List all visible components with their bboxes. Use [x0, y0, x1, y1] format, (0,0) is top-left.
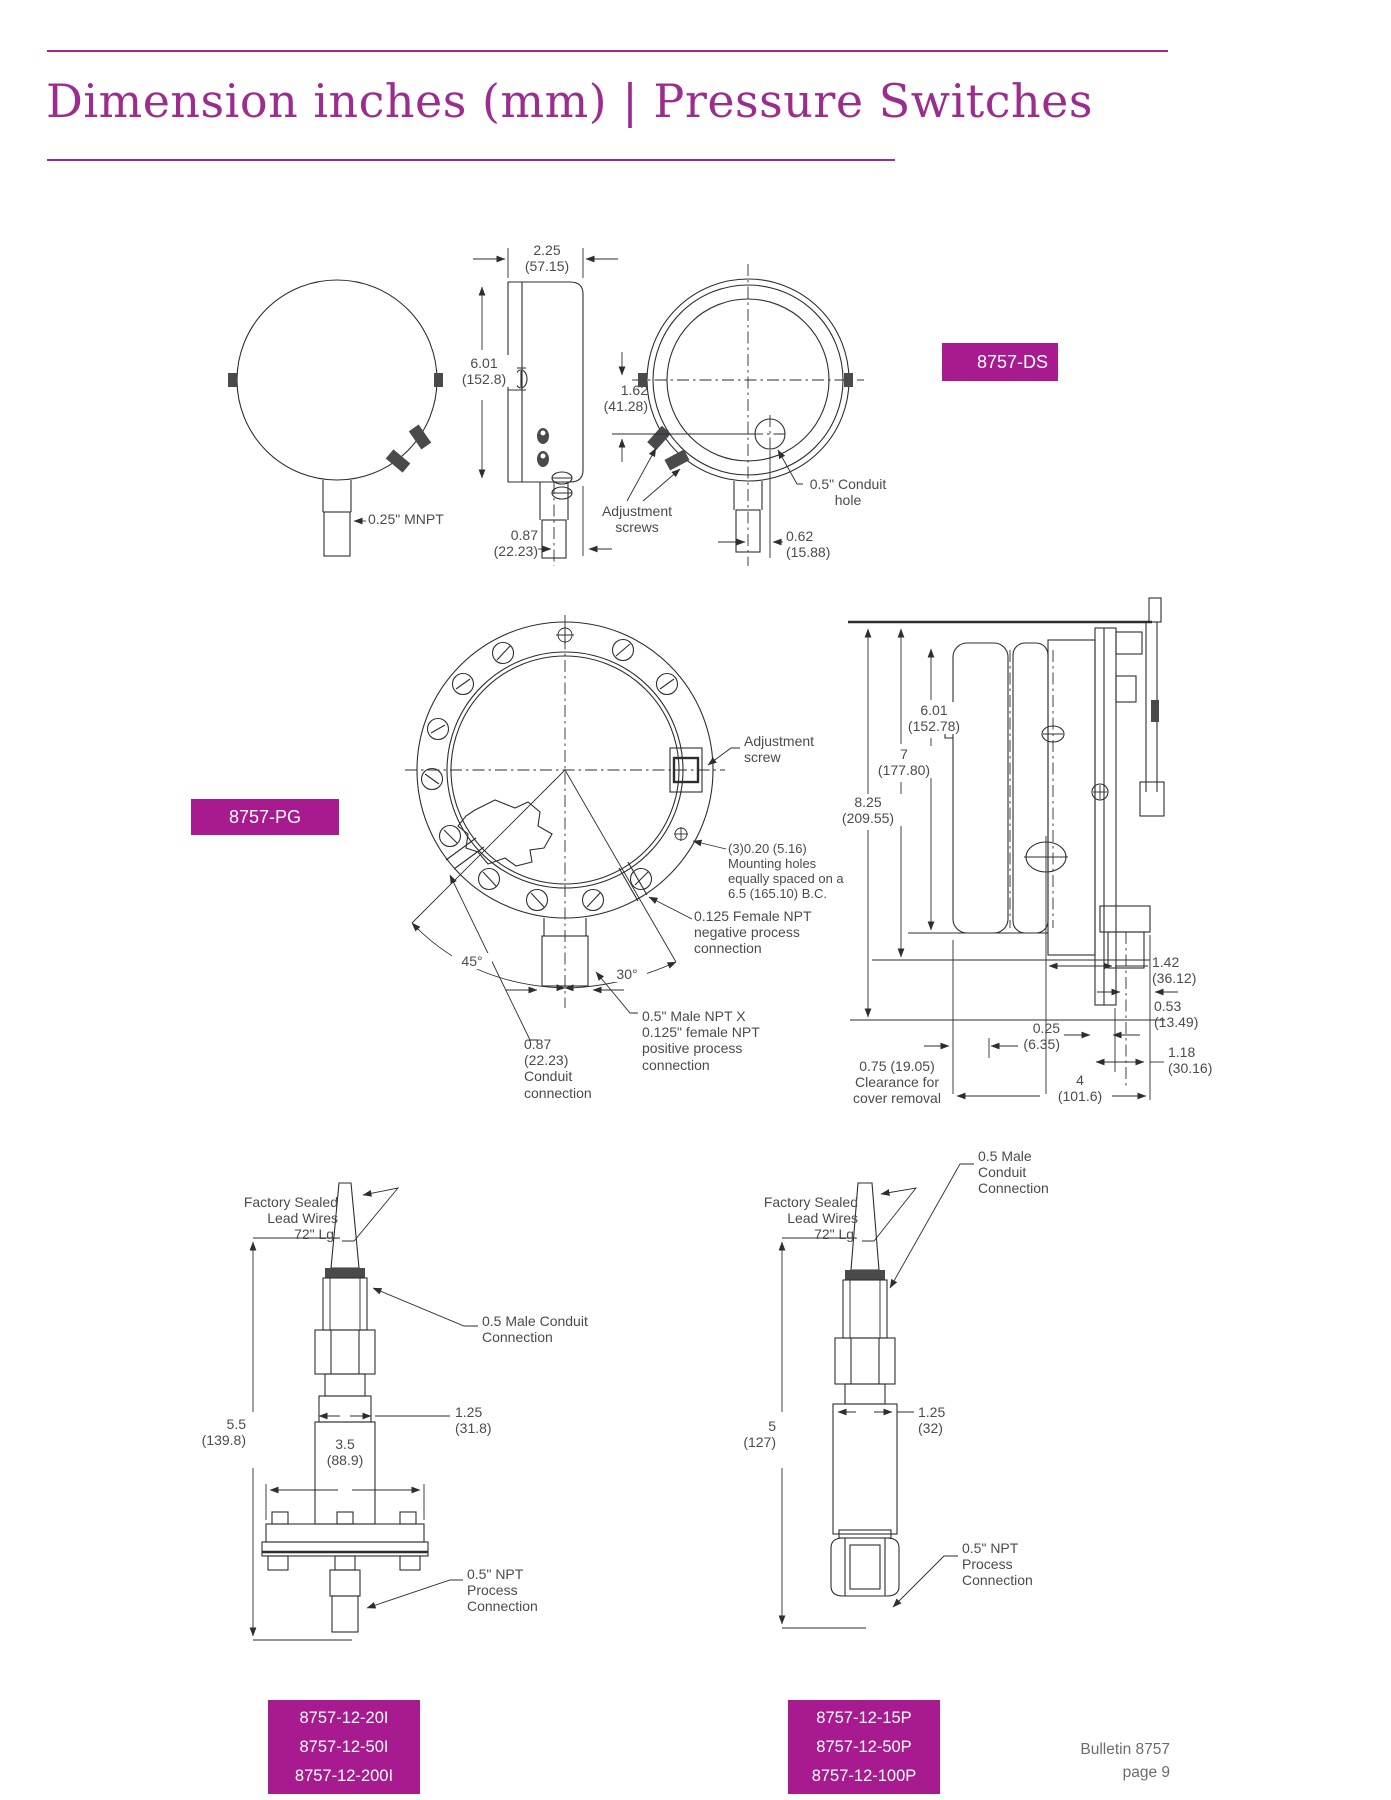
- ds-dim-height: 6.01 (152.8): [451, 355, 517, 388]
- switch-p-models-tag: 8757-12-15P 8757-12-50P 8757-12-100P: [788, 1700, 940, 1794]
- ds-adjustment-screws-label: Adjustment screws: [601, 503, 673, 536]
- switch-i-dim-flange: 3.5 (88.9): [326, 1436, 364, 1469]
- header-rule-sub: [47, 159, 895, 161]
- switch-i-dim-height: 5.5 (139.8): [201, 1416, 246, 1449]
- pg-positive-npt-label: 0.5" Male NPT X 0.125" female NPT positi…: [642, 1008, 760, 1073]
- pg-angle-45: 45°: [452, 953, 492, 970]
- ds-mnpt-label: 0.25" MNPT: [368, 511, 444, 527]
- footer-bulletin: Bulletin 8757: [1080, 1741, 1170, 1758]
- pg-dim-601: 6.01 (152.78): [904, 702, 964, 735]
- ds-dim-conduit-horizontal: 0.62 (15.88): [786, 528, 831, 561]
- page-title: Dimension inches (mm) | Pressure Switche…: [46, 74, 1094, 128]
- page-footer: Bulletin 8757 page 9: [990, 1738, 1170, 1785]
- model-number: 8757-12-20I: [299, 1708, 389, 1727]
- switch-i-conduit-label: 0.5 Male Conduit Connection: [482, 1313, 588, 1346]
- pg-clearance-label: 0.75 (19.05) Clearance for cover removal: [853, 1058, 941, 1107]
- switch-p-process-label: 0.5" NPT Process Connection: [962, 1540, 1033, 1589]
- pg-dim-118: 1.18 (30.16): [1168, 1044, 1213, 1077]
- ds-dim-conduit-vertical: 1.62 (41.28): [603, 382, 648, 415]
- pg-conduit-connection-label: 0.87 (22.23) Conduit connection: [524, 1036, 592, 1101]
- pg-dim-025: 0.25 (6.35): [1023, 1020, 1060, 1053]
- pg-dim-4: 4 (101.6): [1048, 1072, 1112, 1105]
- ds-dim-stem-offset: 0.87 (22.23): [493, 527, 538, 560]
- ds-model-tag: 8757-DS: [942, 343, 1058, 381]
- ds-front-view-drawing: [228, 279, 443, 557]
- pg-dim-053: 0.53 (13.49): [1154, 998, 1199, 1031]
- switch-p-lead-wires-label: Factory Sealed Lead Wires 72" Lg.: [763, 1194, 858, 1243]
- model-number: 8757-12-100P: [811, 1766, 917, 1785]
- pg-dim-825: 8.25 (209.55): [833, 794, 903, 827]
- pg-adjustment-screw-label: Adjustment screw: [744, 733, 815, 766]
- footer-page-number: page 9: [1122, 1764, 1170, 1782]
- switch-p-drawing: [778, 1163, 974, 1629]
- switch-p-dim-height: 5 (127): [743, 1418, 776, 1451]
- pg-dim-7: 7 (177.80): [874, 746, 934, 779]
- switch-p-dim-width: 1.25 (32): [918, 1404, 946, 1437]
- ds-dim-width: 2.25 (57.15): [524, 242, 570, 275]
- model-number: 8757-12-50I: [299, 1737, 389, 1756]
- pg-model-tag: 8757-PG: [191, 799, 339, 835]
- ds-conduit-hole-label: 0.5" Conduit hole: [809, 476, 887, 509]
- switch-i-drawing: [249, 1182, 478, 1641]
- header-rule-top: [47, 50, 1168, 52]
- ds-face-view-drawing: [612, 264, 864, 566]
- ds-side-view-drawing: [473, 248, 618, 566]
- switch-p-conduit-label: 0.5 Male Conduit Connection: [978, 1148, 1049, 1197]
- pg-face-view-drawing: [405, 615, 740, 1041]
- pg-mounting-holes-label: (3)0.20 (5.16) Mounting holes equally sp…: [728, 841, 844, 902]
- switch-i-process-label: 0.5" NPT Process Connection: [467, 1566, 538, 1615]
- switch-i-lead-wires-label: Factory Sealed Lead Wires 72" Lg.: [243, 1194, 338, 1243]
- pg-angle-30: 30°: [607, 966, 647, 983]
- pg-dim-142: 1.42 (36.12): [1152, 954, 1197, 987]
- switch-i-dim-width: 1.25 (31.8): [455, 1404, 492, 1437]
- ring-screws: [420, 638, 679, 912]
- model-number: 8757-12-50P: [816, 1737, 912, 1756]
- pg-negative-npt-label: 0.125 Female NPT negative process connec…: [694, 908, 812, 957]
- pg-side-view-drawing: [848, 597, 1178, 1100]
- switch-i-models-tag: 8757-12-20I 8757-12-50I 8757-12-200I: [268, 1700, 420, 1794]
- model-number: 8757-12-200I: [294, 1766, 394, 1785]
- model-number: 8757-12-15P: [816, 1708, 912, 1727]
